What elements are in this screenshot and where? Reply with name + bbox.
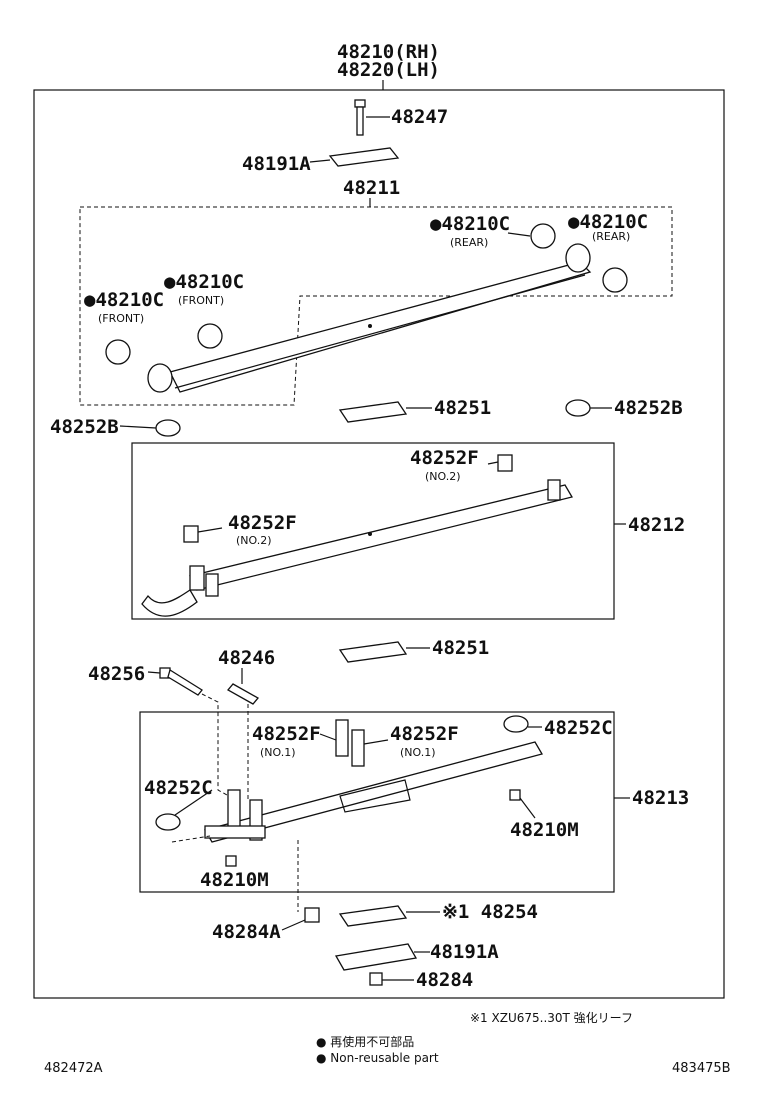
label-48256: 48256 [88,663,145,685]
clip-48252F-no1-c [335,719,349,757]
nut-48284 [369,972,383,986]
clip-48252F-no2-b [183,525,199,543]
pad-48251-mid [338,641,408,663]
clip-48252F-no1-d [351,729,365,767]
outer-frame [33,89,725,999]
box-48213 [139,711,615,893]
code-right: 483475B [672,1061,731,1076]
label-48246: 48246 [218,647,275,669]
nut-48210M-right [509,789,521,801]
note-front-1: (FRONT) [98,312,144,325]
cap-48252C-left [155,813,181,831]
plate-48191A-bottom [334,943,418,971]
label-48210M-left: 48210M [200,869,269,891]
label-48210C-rear-1: ●48210C [430,213,510,235]
label-48210C-front-2: ●48210C [164,271,244,293]
nut-48210M-left [225,855,237,867]
bushing-rear-1 [530,223,556,249]
label-48211: 48211 [343,177,400,199]
clip-48252F-no2-a [497,454,513,472]
label-48252C-right: 48252C [544,717,613,739]
label-48210M-right: 48210M [510,819,579,841]
plate-48191A-top [328,147,400,167]
pad-48251-top [338,401,408,423]
note-no1-c: (NO.1) [260,746,296,759]
label-48191A-bottom: 48191A [430,941,499,963]
pad-48254 [338,905,408,927]
cap-48252C-right [503,715,529,733]
leaf-48213 [204,741,543,843]
label-48254: ※1 48254 [442,901,538,923]
label-48252C-left: 48252C [144,777,213,799]
box-48212 [131,442,615,620]
label-48252B-left: 48252B [50,416,119,438]
legend-en: ● Non-reusable part [316,1051,439,1065]
box-48211 [79,206,673,406]
cap-48252B-right [565,399,591,417]
bolt-48247 [354,99,366,136]
label-48210C-rear-2: ●48210C [568,211,648,233]
note-rear-1: (REAR) [450,236,488,249]
label-48252F-a: 48252F [410,447,479,469]
label-48251-mid: 48251 [432,637,489,659]
label-48210C-front-1: ●48210C [84,289,164,311]
pin-48246 [226,683,260,705]
label-48284A: 48284A [212,921,281,943]
label-48213: 48213 [632,787,689,809]
label-48212: 48212 [628,514,685,536]
bushing-front-2 [197,323,223,349]
leaf-48211 [147,243,592,393]
bushing-rear-2 [602,267,628,293]
code-left: 482472A [44,1061,103,1076]
label-48251-top: 48251 [434,397,491,419]
leaf-48212 [141,479,573,617]
cap-48252B-left [155,419,181,437]
label-48252B-right: 48252B [614,397,683,419]
label-48247: 48247 [391,106,448,128]
note-front-2: (FRONT) [178,294,224,307]
header-rh: 48210(RH) [337,41,440,63]
bolt-48256 [159,667,203,696]
label-48252F-b: 48252F [228,512,297,534]
label-48284: 48284 [416,969,473,991]
note-no2-a: (NO.2) [425,470,461,483]
label-48252F-d: 48252F [390,723,459,745]
footnote: ※1 XZU675..30T 強化リーフ [470,1011,633,1025]
note-no2-b: (NO.2) [236,534,272,547]
legend-jp: ● 再使用不可部品 [316,1034,414,1049]
note-rear-2: (REAR) [592,230,630,243]
bushing-front-1 [105,339,131,365]
nut-48284A [304,907,320,923]
header-lh: 48220(LH) [337,59,440,81]
label-48191A-top: 48191A [242,153,311,175]
note-no1-d: (NO.1) [400,746,436,759]
label-48252F-c: 48252F [252,723,321,745]
